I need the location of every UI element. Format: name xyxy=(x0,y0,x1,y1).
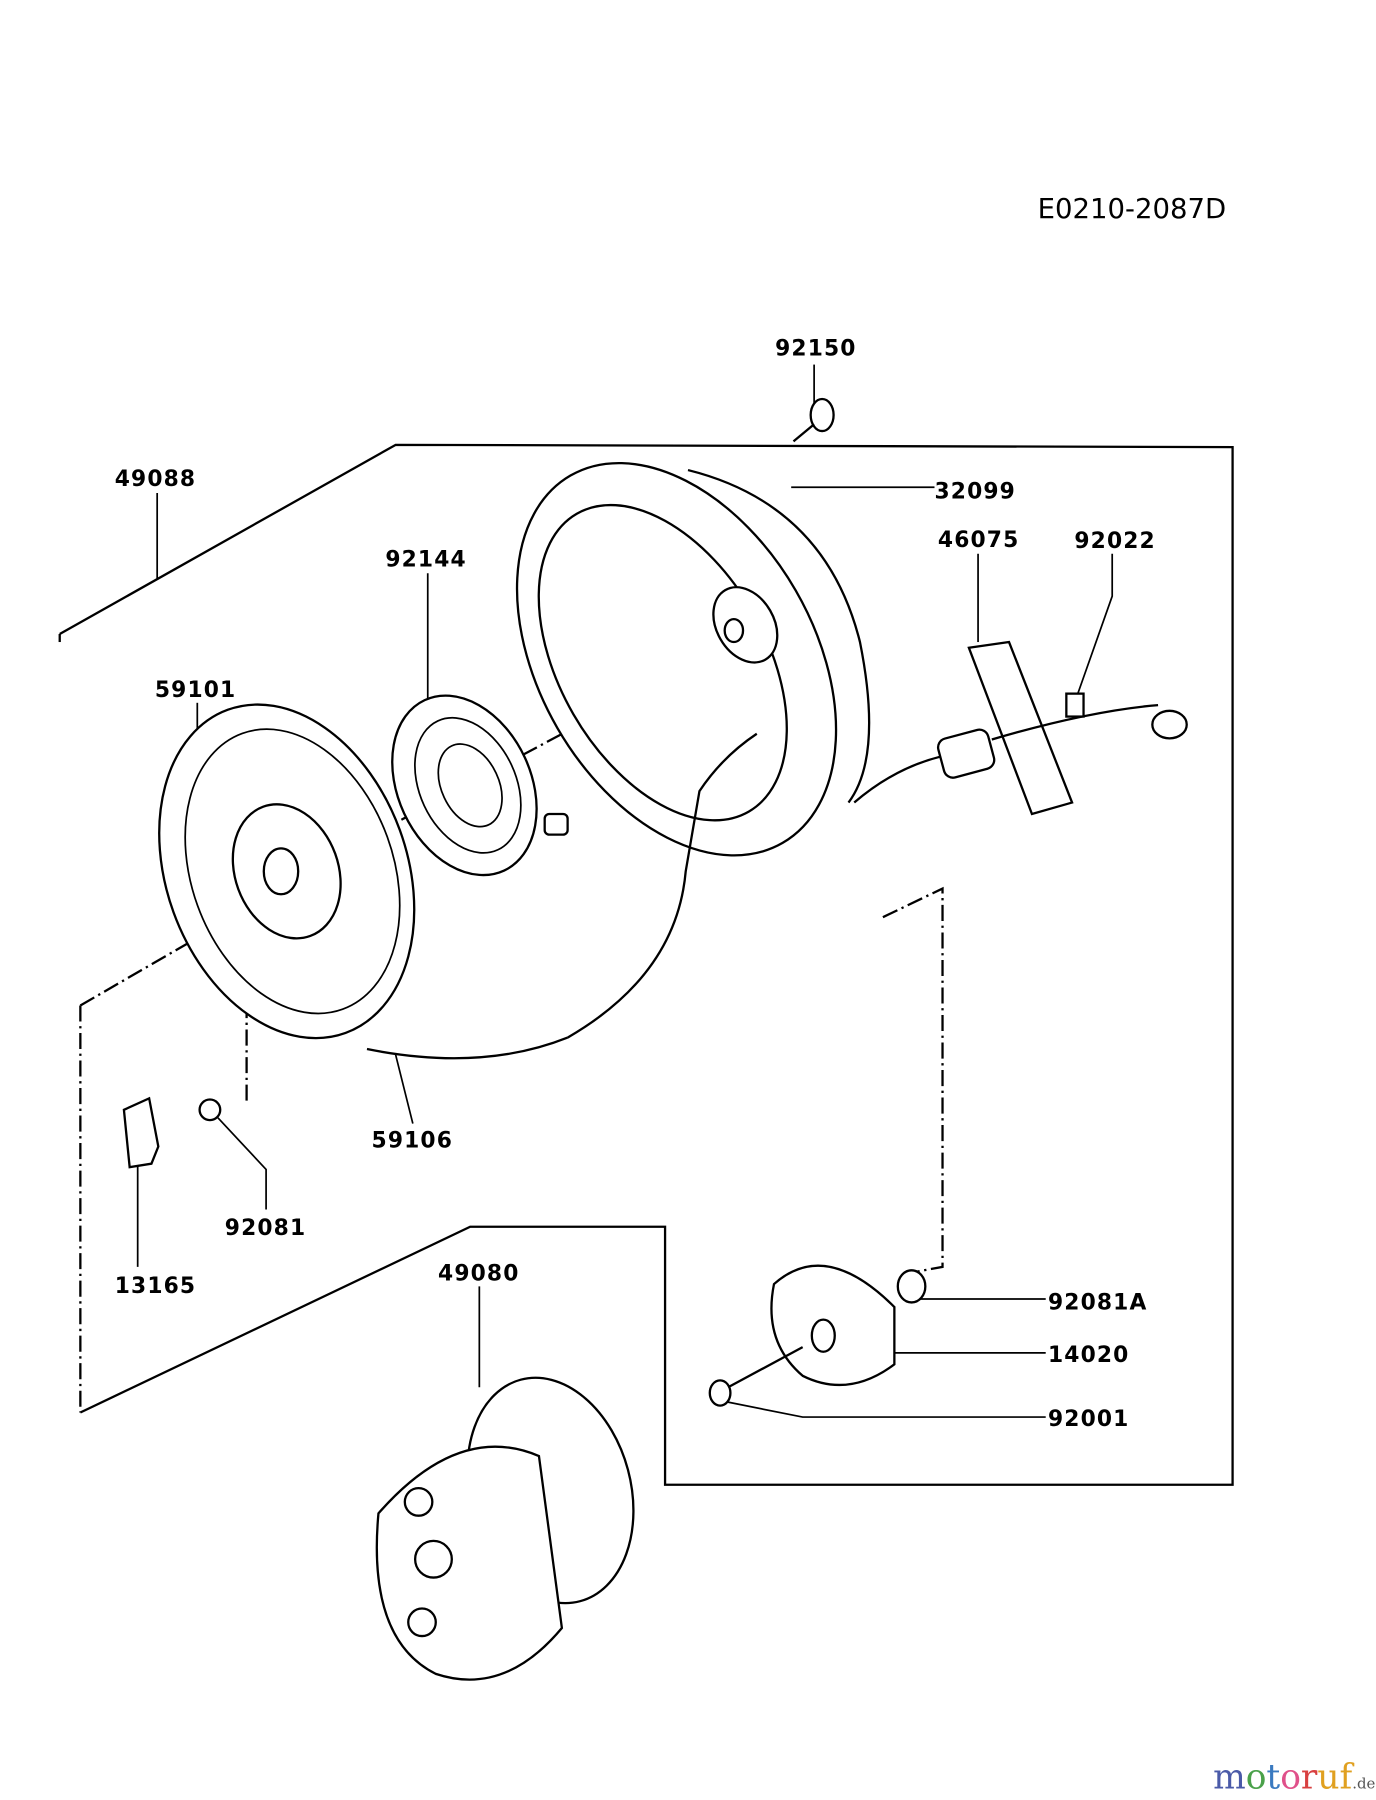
label-59101: 59101 xyxy=(155,678,236,703)
label-92022: 92022 xyxy=(1074,529,1155,554)
label-46075: 46075 xyxy=(938,528,1019,553)
svg-text:motoruf.de: motoruf.de xyxy=(1213,1758,1375,1798)
label-49080: 49080 xyxy=(438,1262,519,1287)
handle-46075 xyxy=(853,640,1188,816)
label-92081A: 92081A xyxy=(1048,1290,1147,1315)
label-92144: 92144 xyxy=(385,547,466,572)
label-49088: 49088 xyxy=(115,467,196,492)
leader-lines xyxy=(79,364,1114,1418)
bolt-92001 xyxy=(708,1346,804,1407)
diagram-code: E0210-2087D xyxy=(1038,193,1226,225)
ratchet-13165 xyxy=(122,1096,160,1169)
label-32099: 32099 xyxy=(934,480,1015,505)
rope-59106 xyxy=(366,732,758,1060)
label-92081: 92081 xyxy=(225,1216,306,1241)
label-92001: 92001 xyxy=(1048,1407,1129,1432)
spring-92081 xyxy=(198,1098,222,1122)
guide-14020 xyxy=(770,1264,896,1387)
reel-59101 xyxy=(158,703,416,1040)
label-13165: 13165 xyxy=(115,1274,196,1299)
motoruf-logo: motoruf.de xyxy=(1213,1758,1375,1798)
spring-92144 xyxy=(391,694,569,877)
case-32099 xyxy=(515,461,871,857)
label-14020: 14020 xyxy=(1048,1343,1129,1368)
bolt-92150 xyxy=(792,397,835,443)
label-92150: 92150 xyxy=(775,336,856,361)
spring-92081A xyxy=(896,1269,927,1304)
label-59106: 59106 xyxy=(372,1129,453,1154)
group-outline xyxy=(58,443,1234,1486)
pulley-49080 xyxy=(375,1376,635,1681)
